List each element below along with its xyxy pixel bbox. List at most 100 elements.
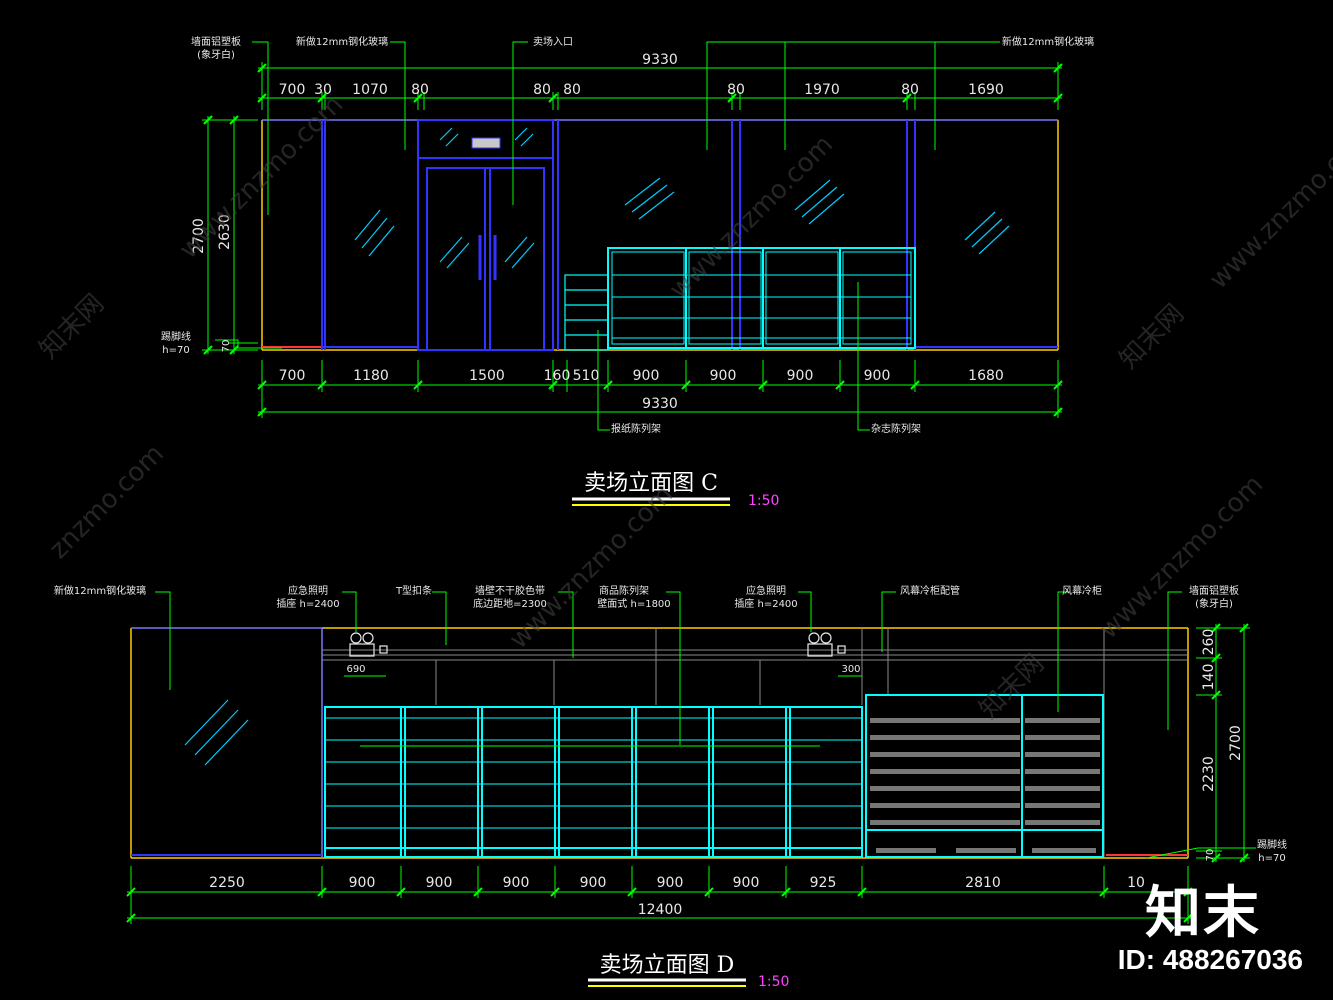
- dimension-label: 80: [533, 82, 551, 98]
- dimension-label: 900: [426, 875, 453, 891]
- annotation-note: 插座 h=2400: [276, 597, 339, 610]
- elevation-c: 9330 700 30 1070 80 80 80 80 1970 80 1690 700 1180…: [161, 35, 1094, 509]
- wall-shelves: [324, 706, 863, 858]
- fridge-shelves: [870, 718, 1100, 853]
- dimension-label: 10: [1127, 875, 1145, 891]
- annotation-note: 报纸陈列架: [611, 422, 661, 435]
- dimension-label: 1180: [353, 368, 389, 384]
- elevation-d-dimension-lines: [127, 591, 1256, 924]
- annotation-note: 风幕冷柜配管: [900, 584, 960, 597]
- annotation-note: 踢脚线: [1257, 838, 1287, 851]
- elevation-c-top-dims: 700 30 1070 80 80 80 80 1970 80 1690: [279, 82, 1004, 98]
- elevation-d-scale: 1:50: [758, 974, 789, 990]
- dimension-label: 160: [544, 368, 571, 384]
- annotation-note: 新做12mm钢化玻璃: [296, 35, 388, 48]
- emergency-light-icon: [349, 632, 388, 657]
- watermark-text: 知末网: [1114, 299, 1190, 375]
- dimension-label: 700: [279, 368, 306, 384]
- watermark-text: znzmo.com: [44, 439, 170, 565]
- dimension-label: 30: [314, 82, 332, 98]
- elevation-d-title: 卖场立面图 D: [600, 953, 735, 978]
- znzmo-logo: 知末: [1145, 881, 1261, 946]
- elevation-d-height-2700: 2700: [1228, 725, 1244, 761]
- elevation-d-glass-panel: [131, 627, 323, 858]
- annotation-note: 墙壁不干胶色带: [475, 584, 545, 597]
- dimension-label: 925: [810, 875, 837, 891]
- annotation-note: T型扣条: [395, 584, 432, 597]
- annotation-note: h=70: [1258, 853, 1285, 864]
- elevation-d-bottom-total: 12400: [638, 902, 683, 918]
- elevation-d-dim-70: 70: [1205, 849, 1216, 862]
- elevation-d-ticks: [126, 623, 1249, 923]
- annotation-note: 踢脚线: [161, 330, 191, 343]
- dimension-label: 900: [787, 368, 814, 384]
- dimension-label: 80: [901, 82, 919, 98]
- elevation-c-height-2700: 2700: [191, 218, 207, 254]
- dimension-label: 1690: [968, 82, 1004, 98]
- dimension-label: 900: [864, 368, 891, 384]
- dimension-label: 80: [563, 82, 581, 98]
- exit-sign: [471, 137, 501, 149]
- elevation-c-glass-hatch: [354, 127, 1010, 269]
- elevation-c-wall: [261, 120, 1059, 351]
- annotation-note: 插座 h=2400: [734, 597, 797, 610]
- elevation-c-scale: 1:50: [748, 493, 779, 509]
- elevation-c-dimension-lines: [202, 41, 1062, 431]
- elevation-c-height-70: 70: [221, 340, 232, 353]
- door-handle: [478, 235, 497, 280]
- dimension-label: 700: [279, 82, 306, 98]
- annotation-note: 卖场入口: [533, 35, 573, 48]
- watermark-text: www.znzmo.com: [1094, 470, 1269, 645]
- dimension-label: 2250: [209, 875, 245, 891]
- dimension-label: 900: [580, 875, 607, 891]
- elevation-d-dim-690: 690: [346, 664, 365, 675]
- dimension-label: 1500: [469, 368, 505, 384]
- newspaper-rack: [564, 274, 609, 351]
- dimension-label: 900: [657, 875, 684, 891]
- annotation-note: 应急照明: [288, 584, 328, 597]
- elevation-d-notes: 新做12mm钢化玻璃应急照明插座 h=2400T型扣条墙壁不干胶色带底边距地=2…: [54, 584, 1287, 864]
- elevation-d-height-140: 140: [1201, 664, 1217, 691]
- dimension-label: 510: [573, 368, 600, 384]
- dimension-label: 900: [710, 368, 737, 384]
- elevation-c-ticks: [203, 63, 1063, 417]
- annotation-note: 风幕冷柜: [1062, 584, 1102, 597]
- elevation-d-height-260: 260: [1201, 629, 1217, 656]
- annotation-note: (象牙白): [197, 48, 235, 61]
- elevation-c-glass-frames: [321, 119, 1058, 351]
- dimension-label: 900: [633, 368, 660, 384]
- dimension-label: 80: [727, 82, 745, 98]
- watermark-text: www.znzmo.com: [1204, 120, 1333, 295]
- elevation-c-height-2630: 2630: [217, 214, 233, 250]
- annotation-note: 杂志陈列架: [871, 422, 921, 435]
- dimension-label: 2810: [965, 875, 1001, 891]
- dimension-label: 80: [411, 82, 429, 98]
- annotation-note: 壁面式 h=1800: [597, 597, 670, 610]
- dimension-label: 900: [503, 875, 530, 891]
- annotation-note: 新做12mm钢化玻璃: [54, 584, 146, 597]
- elevation-c-title: 卖场立面图 C: [584, 471, 718, 496]
- elevation-d-height-2230: 2230: [1201, 756, 1217, 792]
- asset-id-label: ID: 488267036: [1117, 944, 1303, 975]
- annotation-note: 新做12mm钢化玻璃: [1002, 35, 1094, 48]
- watermark-text: www.znzmo.com: [664, 130, 839, 305]
- t-strip-grid: [322, 628, 1188, 858]
- dimension-label: 1970: [804, 82, 840, 98]
- annotation-note: 墙面铝塑板: [1189, 584, 1239, 597]
- elevation-d-dim-300: 300: [841, 664, 860, 675]
- annotation-note: h=70: [162, 345, 189, 356]
- annotation-note: 墙面铝塑板: [191, 35, 241, 48]
- air-curtain-fridge: [865, 694, 1104, 858]
- elevation-c-top-total: 9330: [642, 52, 678, 68]
- annotation-note: 底边距地=2300: [473, 597, 547, 610]
- dimension-label: 1070: [352, 82, 388, 98]
- watermark-text: 知末网: [34, 289, 110, 365]
- dimension-label: 900: [733, 875, 760, 891]
- emergency-light-icon: [807, 632, 846, 657]
